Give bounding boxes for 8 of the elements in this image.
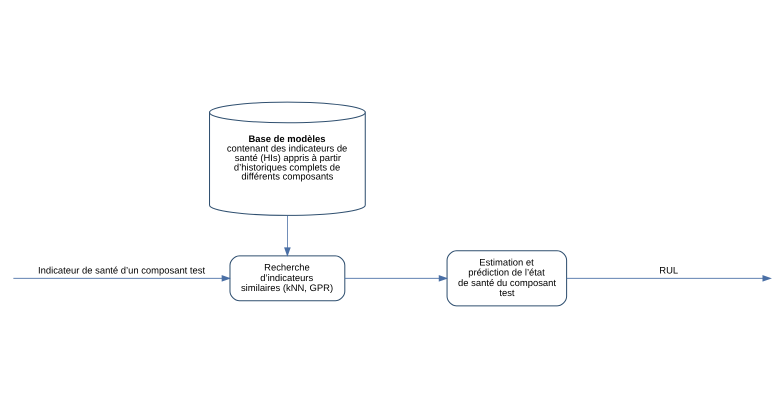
arrow xyxy=(566,274,772,282)
arrow xyxy=(284,214,291,256)
arrow xyxy=(344,274,448,282)
arrow xyxy=(12,274,232,282)
edge-label: RUL xyxy=(659,264,678,275)
edge-label: Indicateur de santé d’un composant test xyxy=(38,264,206,275)
node-box: Recherche d’indicateurs similaires (kNN, GPR) xyxy=(229,254,346,301)
node-box: Estimation et prédiction de l’état de santé du composant test xyxy=(446,250,568,306)
